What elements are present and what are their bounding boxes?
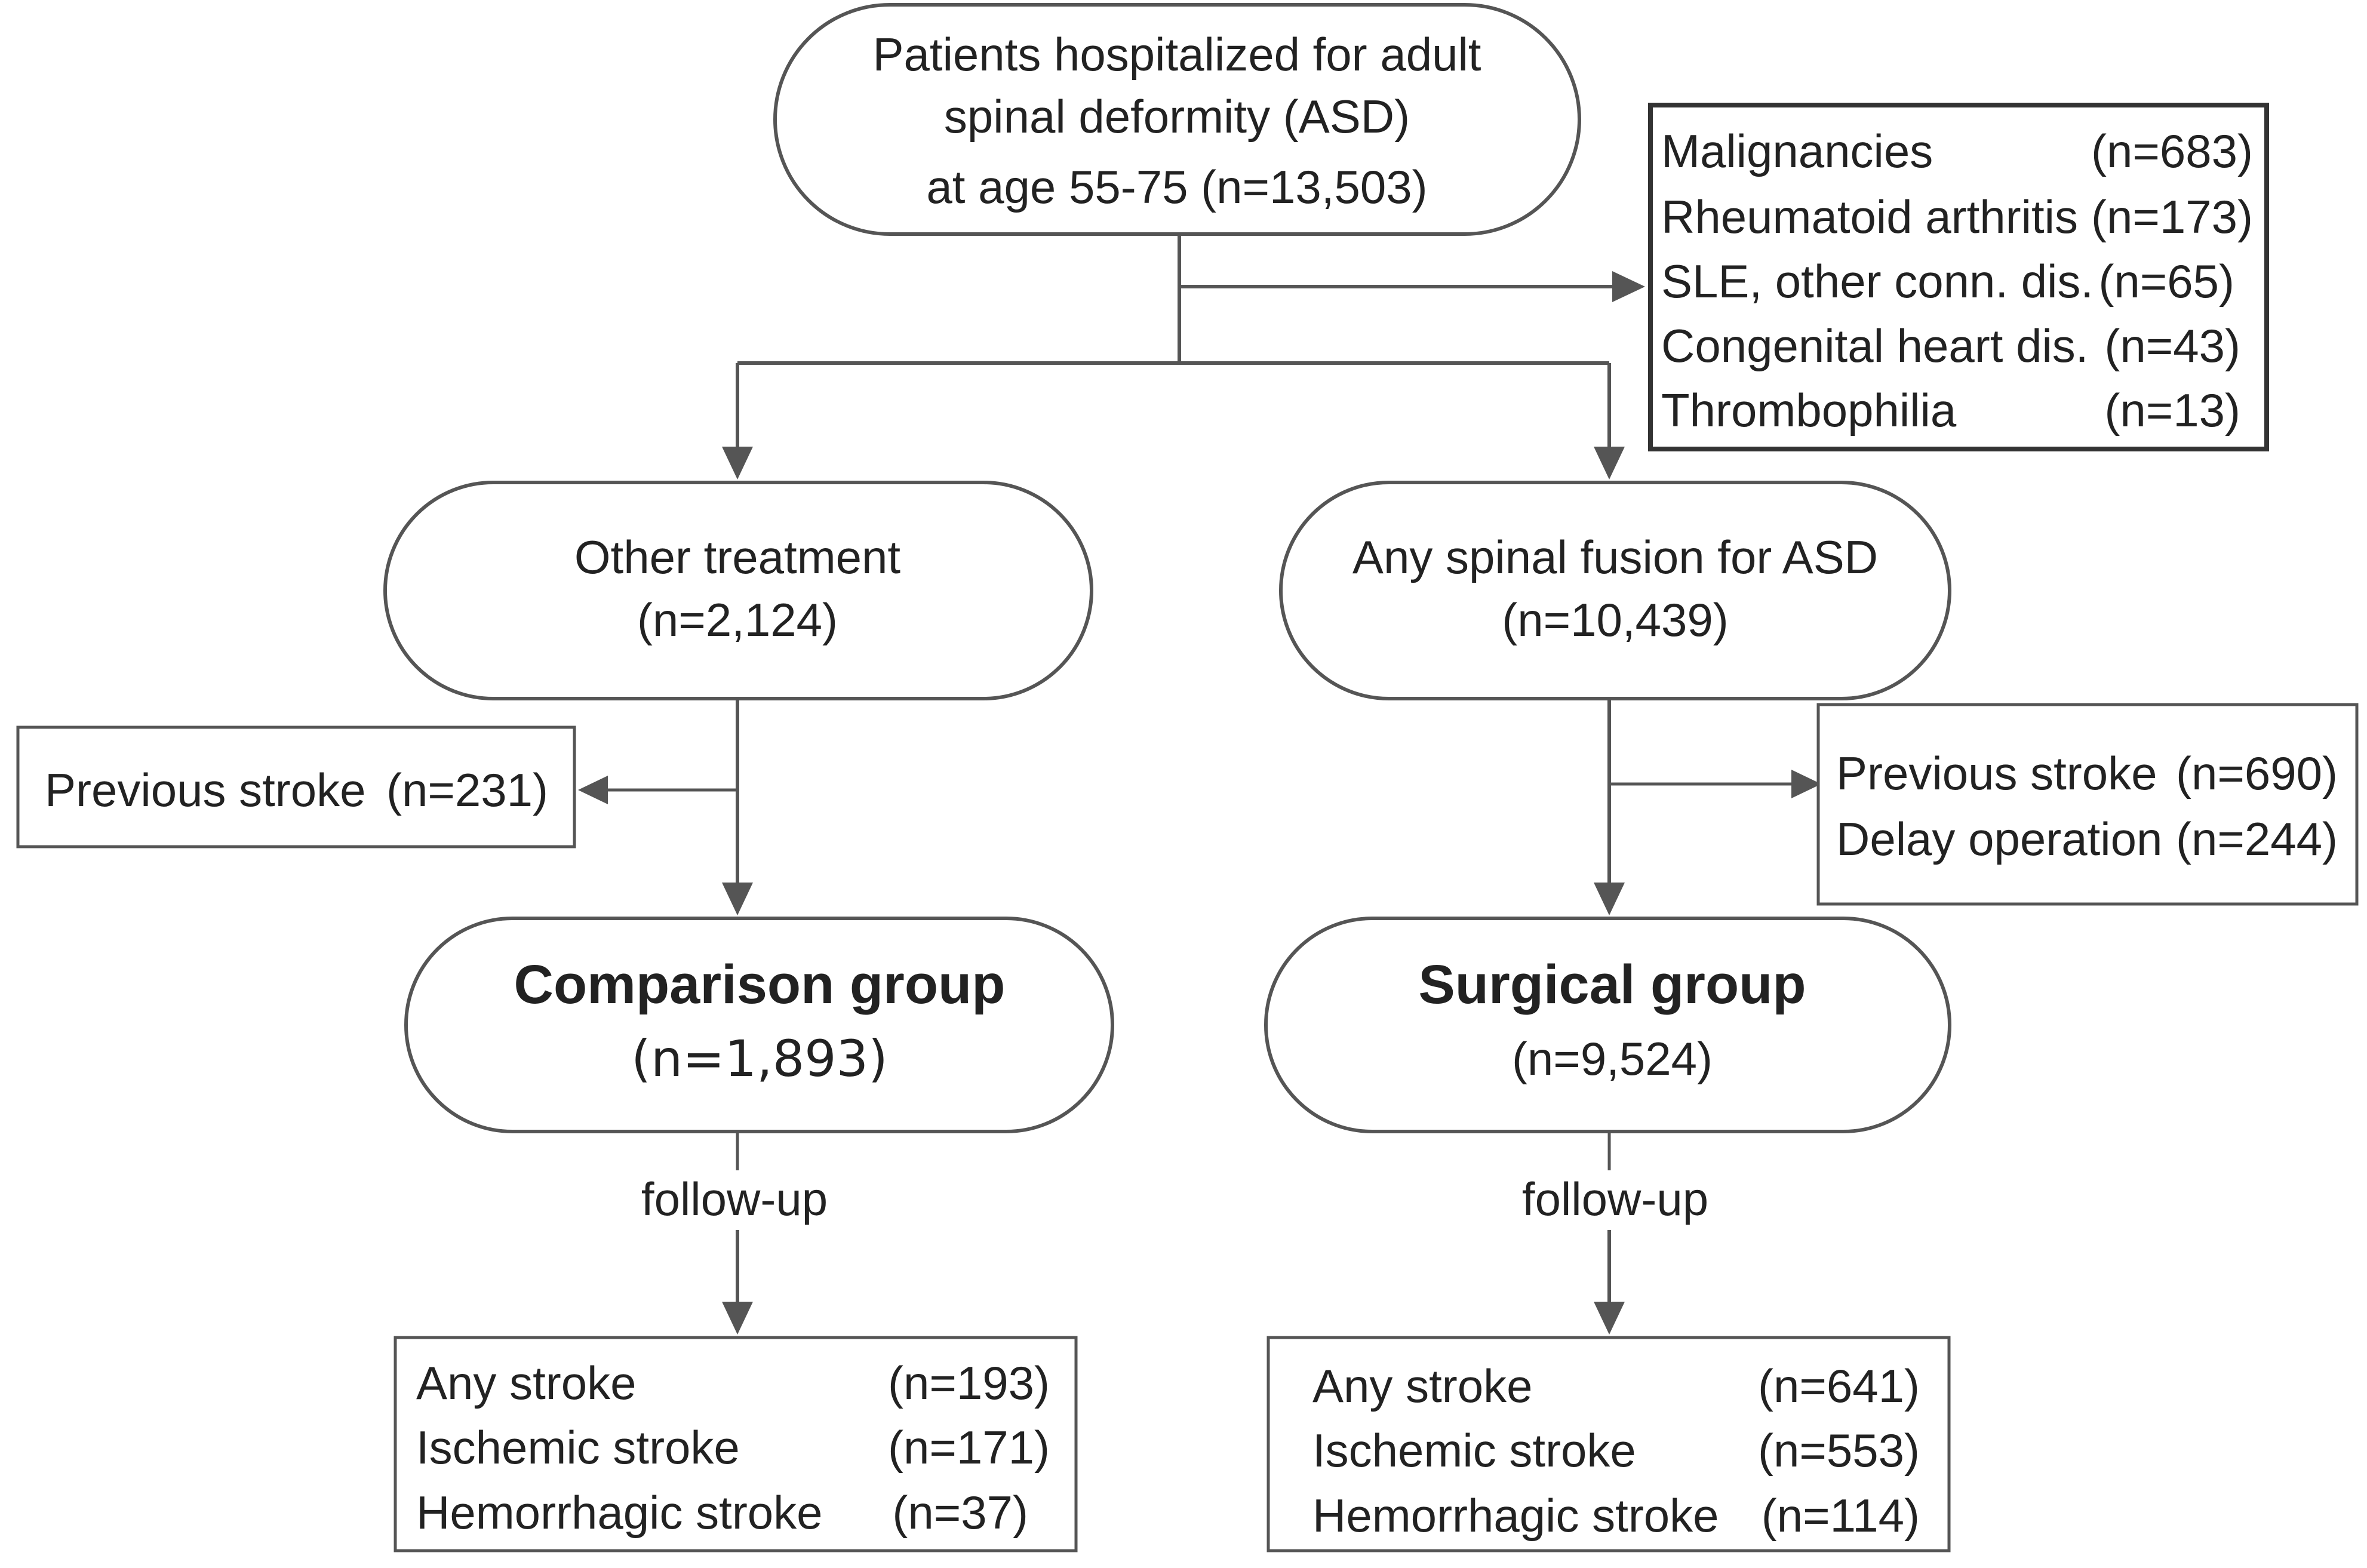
node-surgical-group: Surgical group (n=9,524): [1264, 917, 1951, 1133]
exclusion-left-label-0: Previous stroke: [45, 764, 366, 816]
arrow-to-surgical: [1594, 883, 1625, 915]
outcome-comparison-label-1: Ischemic stroke: [416, 1421, 740, 1474]
outcome-box-surgical: Any stroke (n=641) Ischemic stroke (n=55…: [1267, 1336, 1951, 1552]
outcome-comparison-label-2: Hemorrhagic stroke: [416, 1486, 823, 1539]
exclusion-top-count-0: (n=683): [2091, 125, 2253, 177]
arrow-to-other-treatment: [722, 447, 753, 479]
surgical-group-title: Surgical group: [1418, 954, 1806, 1015]
exclusion-top-count-1: (n=173): [2091, 190, 2253, 243]
comparison-group-title: Comparison group: [514, 954, 1006, 1015]
arrow-to-comparison: [722, 883, 753, 915]
exclusion-top-count-4: (n=13): [2104, 384, 2240, 436]
outcome-surgical-count-2: (n=114): [1762, 1489, 1920, 1542]
spinal-fusion-title: Any spinal fusion for ASD: [1352, 531, 1878, 583]
arrow-left-exclusion: [578, 776, 608, 804]
other-treatment-count: (n=2,124): [637, 594, 838, 646]
exclusion-right-count-1: (n=244): [2176, 813, 2338, 865]
exclusion-top-count-2: (n=65): [2098, 255, 2234, 308]
follow-up-label-surgical: follow-up: [1522, 1173, 1708, 1225]
exclusion-right-label-1: Delay operation: [1836, 813, 2162, 865]
arrow-right-exclusion: [1791, 770, 1821, 798]
outcome-surgical-label-2: Hemorrhagic stroke: [1312, 1489, 1719, 1542]
exclusion-top-label-3: Congenital heart dis.: [1661, 319, 2088, 372]
node-patients-hospitalized: Patients hospitalized for adult spinal d…: [773, 3, 1581, 236]
exclusion-top-label-0: Malignancies: [1661, 125, 1933, 177]
outcome-surgical-label-0: Any stroke: [1312, 1360, 1532, 1412]
node-top-line-1: Patients hospitalized for adult: [873, 28, 1481, 81]
node-spinal-fusion: Any spinal fusion for ASD (n=10,439): [1279, 481, 1951, 700]
exclusion-box-right: Previous stroke (n=690) Delay operation …: [1816, 703, 2359, 906]
spinal-fusion-count: (n=10,439): [1502, 594, 1728, 646]
exclusion-right-count-0: (n=690): [2176, 747, 2338, 800]
arrow-to-surgical-outcomes: [1594, 1302, 1625, 1335]
outcome-comparison-count-1: (n=171): [888, 1421, 1050, 1474]
exclusion-box-top: Malignancies (n=683) Rheumatoid arthriti…: [1648, 103, 2269, 451]
exclusion-top-label-1: Rheumatoid arthritis: [1661, 190, 2078, 243]
follow-up-label-comparison: follow-up: [641, 1173, 828, 1225]
outcome-comparison-label-0: Any stroke: [416, 1357, 636, 1409]
exclusion-box-left: Previous stroke (n=231): [16, 725, 576, 848]
exclusion-top-count-3: (n=43): [2104, 319, 2240, 372]
other-treatment-title: Other treatment: [574, 531, 901, 583]
node-top-line-2: spinal deformity (ASD): [944, 90, 1410, 143]
exclusion-right-label-0: Previous stroke: [1836, 747, 2157, 800]
node-other-treatment: Other treatment (n=2,124): [383, 481, 1093, 700]
outcome-comparison-count-2: (n=37): [892, 1486, 1028, 1539]
outcome-comparison-count-0: (n=193): [888, 1357, 1050, 1409]
arrow-to-spinal-fusion: [1594, 447, 1625, 479]
exclusion-left-count-0: (n=231): [386, 764, 548, 816]
node-top-line-3: at age 55-75 (n=13,503): [926, 161, 1427, 213]
outcome-surgical-count-1: (n=553): [1758, 1424, 1920, 1477]
exclusion-top-label-4: Thrombophilia: [1661, 384, 1957, 436]
arrow-to-comparison-outcomes: [722, 1302, 753, 1335]
outcome-box-comparison: Any stroke (n=193) Ischemic stroke (n=17…: [394, 1336, 1078, 1552]
surgical-group-count: (n=9,524): [1512, 1032, 1713, 1085]
exclusion-top-label-2: SLE, other conn. dis.: [1661, 255, 2094, 308]
outcome-surgical-label-1: Ischemic stroke: [1312, 1424, 1636, 1477]
comparison-group-count: (n=1,893): [631, 1029, 888, 1088]
node-comparison-group: Comparison group (n=1,893): [404, 917, 1114, 1133]
arrow-top-exclusion: [1612, 271, 1645, 302]
outcome-surgical-count-0: (n=641): [1758, 1360, 1920, 1412]
